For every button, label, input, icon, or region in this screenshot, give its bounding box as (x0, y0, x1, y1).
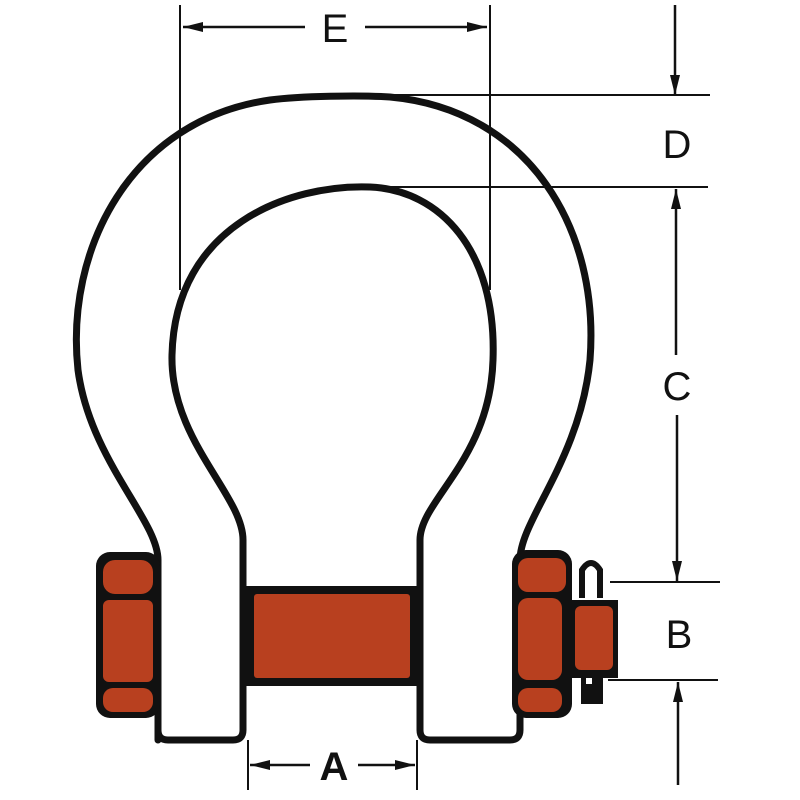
shackle-body (72, 92, 595, 744)
bolt-pin (246, 586, 418, 686)
dimension-e: E (179, 5, 491, 290)
bolt-shank-fill (254, 594, 410, 678)
cotter-pin (570, 560, 618, 704)
dimension-c: C (610, 189, 720, 583)
label-c: C (663, 365, 692, 409)
dimension-d: D (370, 5, 710, 188)
bolt-head-left (96, 552, 160, 718)
label-d: D (663, 123, 692, 167)
label-b: B (666, 613, 693, 657)
label-e: E (322, 7, 349, 51)
nut-right (512, 550, 572, 718)
dimension-a: A (247, 740, 418, 790)
label-a: A (320, 745, 349, 789)
dimension-b: B (608, 613, 718, 785)
bow-outer-outline (72, 92, 595, 744)
